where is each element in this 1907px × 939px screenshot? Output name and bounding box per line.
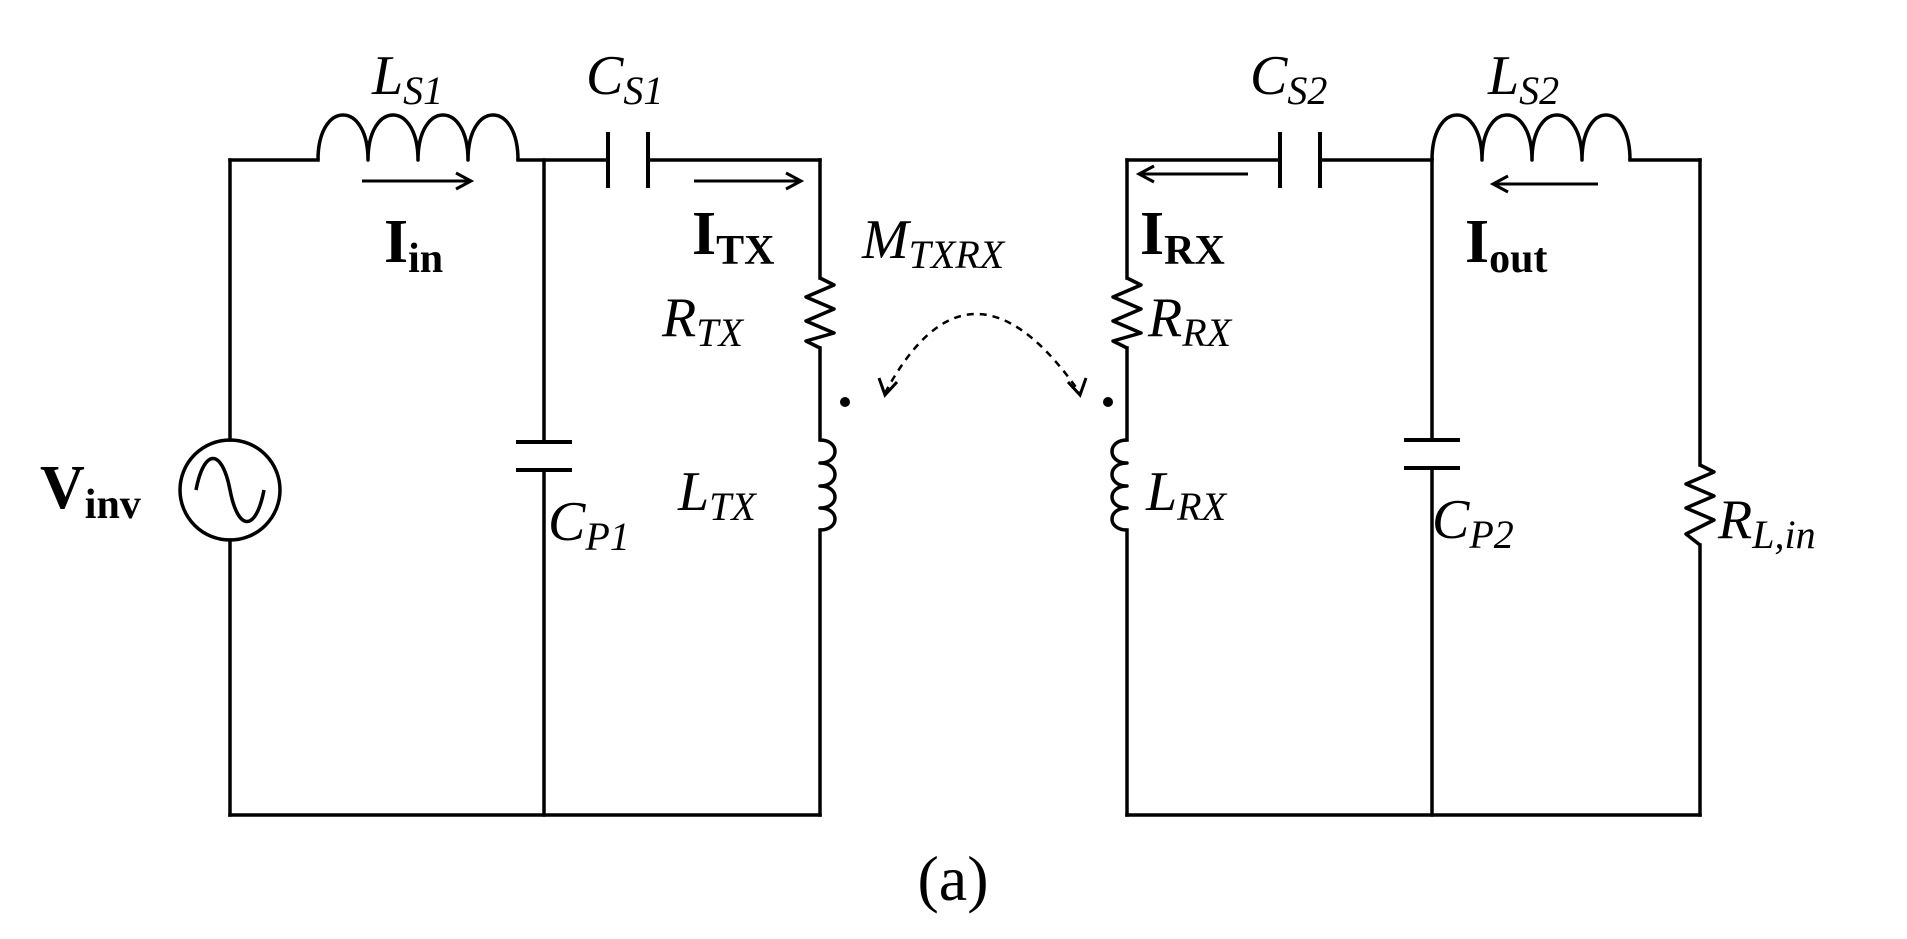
coupling-dot-tx (840, 397, 850, 407)
coupling-dot-rx (1103, 397, 1113, 407)
mutual-coupling-arc (877, 312, 1088, 398)
resistor-rtx (804, 276, 836, 350)
label-ltx: LTX (677, 461, 757, 529)
label-lrx: LRX (1145, 461, 1228, 529)
label-cs2: CS2 (1250, 45, 1327, 113)
inductor-ls2 (1430, 113, 1632, 162)
label-vinv: Vinv (40, 454, 141, 528)
label-ls2: LS2 (1487, 45, 1559, 113)
label-ls1: LS1 (371, 45, 443, 113)
label-rrx: RRX (1147, 287, 1233, 355)
arrow-irx (1135, 164, 1248, 184)
arrow-itx (694, 171, 805, 191)
capacitor-cs1 (606, 132, 650, 188)
capacitor-cp2 (1404, 438, 1460, 470)
arrow-iin (362, 171, 475, 191)
label-cs1: CS1 (586, 45, 663, 113)
label-iin: Iin (384, 208, 443, 282)
resistor-rl (1684, 463, 1716, 547)
tx-wires (228, 158, 822, 817)
label-cp1: CP1 (548, 491, 630, 559)
capacitor-cp1 (516, 440, 572, 472)
rx-wires (1125, 158, 1702, 817)
label-itx: ITX (692, 200, 775, 274)
label-irx: IRX (1140, 200, 1225, 274)
label-iout: Iout (1465, 208, 1548, 282)
ac-source-icon (178, 438, 282, 542)
inductor-ltx (818, 438, 837, 532)
arrow-iout (1489, 174, 1598, 194)
inductor-ls1 (316, 113, 520, 162)
inductor-lrx (1110, 438, 1129, 532)
label-cp2: CP2 (1432, 489, 1514, 557)
resistor-rrx (1111, 276, 1143, 350)
label-rtx: RTX (661, 287, 744, 355)
figure-caption: (a) (917, 843, 988, 914)
label-rl: RL,in (1717, 489, 1816, 557)
label-mutual: MTXRX (861, 209, 1006, 277)
capacitor-cs2 (1278, 132, 1322, 188)
